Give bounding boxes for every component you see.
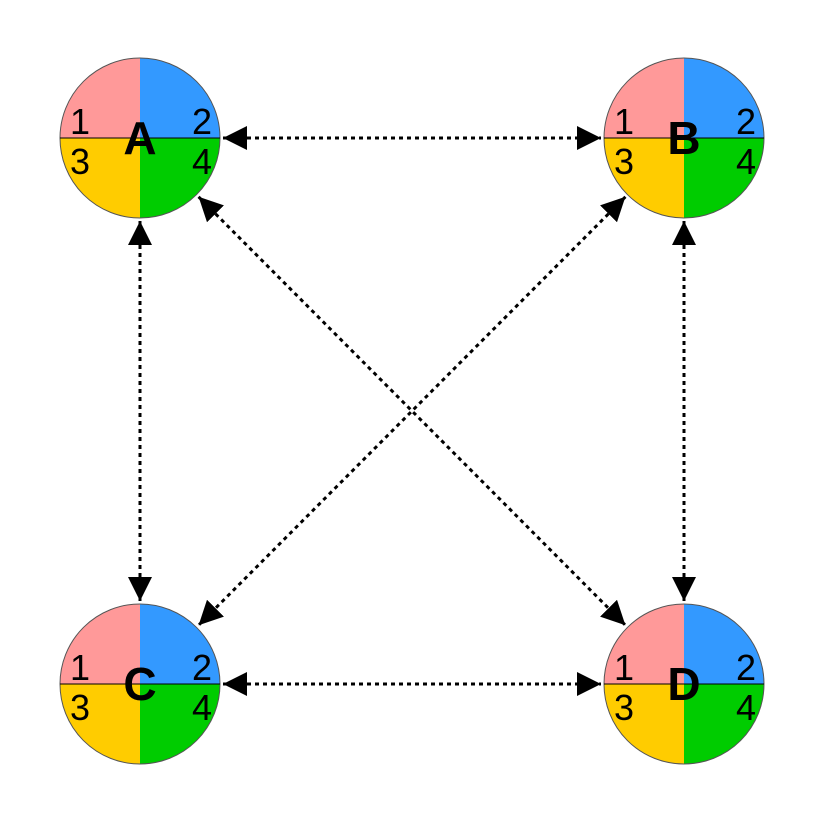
node-label: A xyxy=(123,112,156,164)
quadrant-number: 2 xyxy=(736,647,756,688)
node-a-quadrant-4 xyxy=(140,138,220,218)
node-d-quadrant-3 xyxy=(604,684,684,764)
node-label: D xyxy=(667,658,700,710)
edges-layer xyxy=(128,126,696,696)
node-label: B xyxy=(667,112,700,164)
quadrant-number: 1 xyxy=(70,101,90,142)
quadrant-number: 1 xyxy=(70,647,90,688)
node-c-quadrant-2 xyxy=(140,604,220,684)
node-b-quadrant-4 xyxy=(684,138,764,218)
node-a: 1 2 3 4A xyxy=(59,57,221,219)
node-a-quadrant-1 xyxy=(60,58,140,138)
quadrant-number: 3 xyxy=(614,687,634,728)
node-d-quadrant-2 xyxy=(684,604,764,684)
quadrant-number: 1 xyxy=(614,647,634,688)
quadrant-number: 3 xyxy=(70,141,90,182)
node-b-quadrant-2 xyxy=(684,58,764,138)
node-d: 1 2 3 4D xyxy=(603,603,765,765)
quadrant-number: 2 xyxy=(192,101,212,142)
quadrant-number: 3 xyxy=(70,687,90,728)
quadrant-number: 3 xyxy=(614,141,634,182)
quadrant-number: 4 xyxy=(736,687,756,728)
node-b: 1 2 3 4B xyxy=(603,57,765,219)
quadrant-number: 2 xyxy=(736,101,756,142)
quadrant-number: 2 xyxy=(192,647,212,688)
node-a-quadrant-2 xyxy=(140,58,220,138)
node-b-quadrant-1 xyxy=(604,58,684,138)
node-c-quadrant-4 xyxy=(140,684,220,764)
node-a-quadrant-3 xyxy=(60,138,140,218)
node-d-quadrant-1 xyxy=(604,604,684,684)
quadrant-number: 4 xyxy=(192,687,212,728)
node-c-quadrant-3 xyxy=(60,684,140,764)
node-b-quadrant-3 xyxy=(604,138,684,218)
quadrant-number: 4 xyxy=(736,141,756,182)
quadrant-number: 1 xyxy=(614,101,634,142)
node-d-quadrant-4 xyxy=(684,684,764,764)
quadrant-number: 4 xyxy=(192,141,212,182)
node-label: C xyxy=(123,658,156,710)
node-c-quadrant-1 xyxy=(60,604,140,684)
node-c: 1 2 3 4C xyxy=(59,603,221,765)
